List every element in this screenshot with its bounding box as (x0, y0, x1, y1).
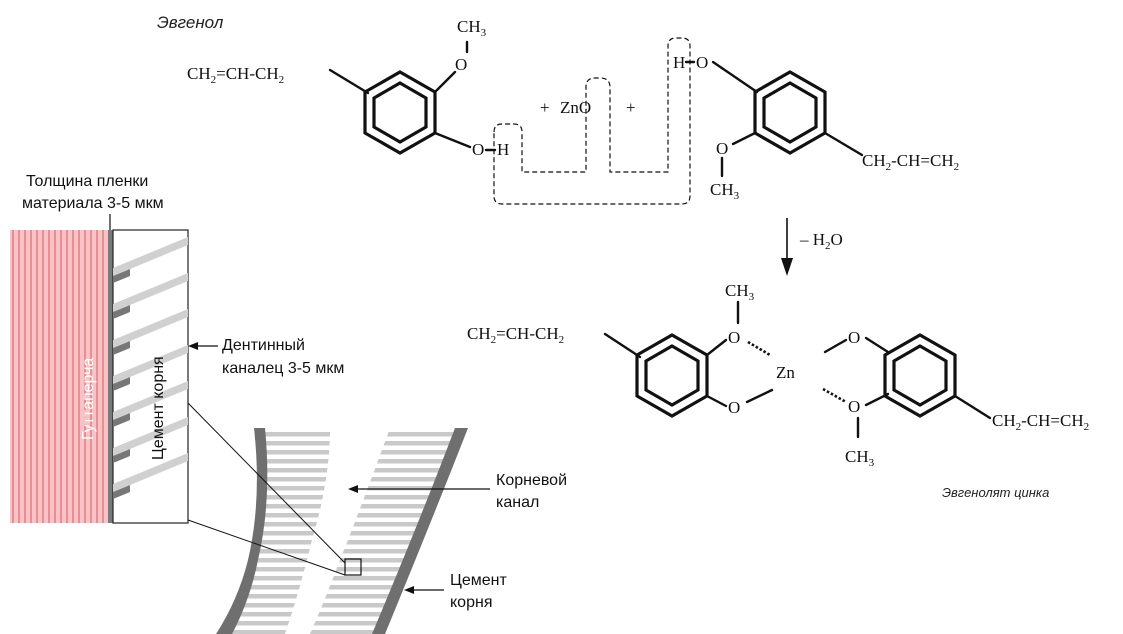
zinc-oxide: ZnO (560, 98, 591, 117)
cement-label-line1: Цемент (450, 572, 507, 589)
benzene-ring-left-product (603, 332, 728, 418)
zinc-eugenolate-title: Эвгенолят цинка (942, 485, 1049, 500)
product-methyl-upper: CH3 (725, 281, 755, 303)
hydroxyl-o-left: O (472, 140, 484, 159)
product-o-lower-left: O (728, 398, 740, 417)
hydroxyl-h-left: H (497, 140, 509, 159)
tubule-pointer-arrow (188, 342, 218, 350)
canal-pointer-arrow (348, 485, 490, 493)
water-loss-label: – H2O (799, 230, 843, 252)
product-o-upper-right: O (848, 328, 860, 347)
water-elimination-outline (493, 37, 691, 205)
film-label-line1: Толщина пленки (26, 173, 148, 190)
film-label-line2: материала 3-5 мкм (22, 195, 164, 212)
cement-label-line2: корня (450, 594, 492, 611)
zoom-line-upper (187, 402, 346, 564)
canal-label-line1: Корневой (496, 472, 567, 489)
allyl-chain-right-product: CH2-CH=CH2 (992, 411, 1089, 433)
zoom-line-lower (187, 519, 346, 576)
methyl-right-top: CH3 (710, 180, 740, 202)
dentinal-tubules (113, 237, 188, 499)
plus-sign-2: + (626, 98, 636, 117)
gutta-percha-block (10, 230, 108, 523)
root-cement-vertical-label: Цемент корня (150, 356, 167, 460)
cement-pointer-arrow (404, 586, 444, 594)
root-section (216, 428, 468, 634)
methoxy-o-left-top: O (455, 55, 467, 74)
gutta-percha-label: Гуттаперча (80, 358, 97, 440)
reaction-arrow (781, 218, 793, 276)
product-methyl-lower: CH3 (845, 447, 875, 469)
eugenol-title: Эвгенол (157, 13, 224, 32)
material-film (108, 230, 113, 523)
allyl-chain-right-top: CH2-CH=CH2 (862, 151, 959, 173)
product-o-upper-left: O (728, 328, 740, 347)
canal-label-line2: канал (496, 494, 539, 511)
product-o-lower-right: O (848, 397, 860, 416)
tubule-label-line1: Дентинный (222, 337, 305, 354)
benzene-ring-right-product (864, 333, 992, 420)
tubule-label-line2: каналец 3-5 мкм (222, 360, 344, 377)
plus-sign-1: + (540, 98, 550, 117)
zinc-center: Zn (776, 363, 795, 382)
hydroxyl-h-right: H (673, 53, 685, 72)
benzene-ring-right-top (711, 60, 864, 157)
benzene-ring-left-top (328, 68, 472, 155)
methyl-left-top: CH3 (457, 17, 487, 39)
allyl-chain-left-top: CH2=CH-CH2 (187, 64, 284, 86)
detail-marker-box (344, 558, 362, 576)
allyl-chain-left-product: CH2=CH-CH2 (467, 324, 564, 346)
hydroxyl-o-right: O (696, 53, 708, 72)
methoxy-o-right-top: O (716, 139, 728, 158)
